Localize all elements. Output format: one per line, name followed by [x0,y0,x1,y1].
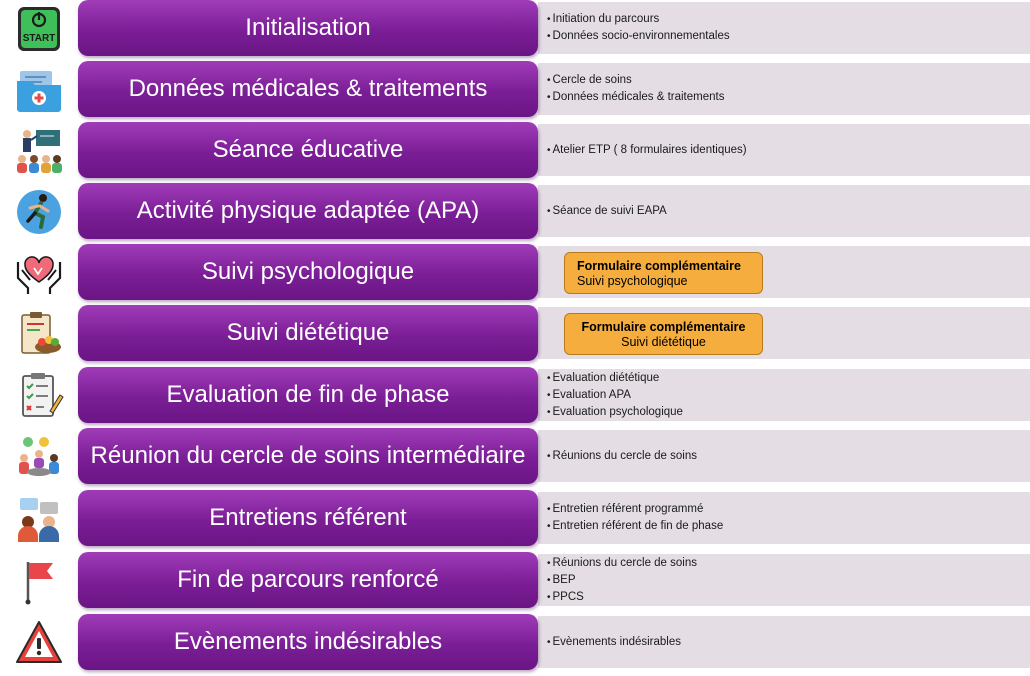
detail-item: Données socio-environnementales [547,28,1017,45]
conversation-people-icon [12,493,66,545]
row-fin-parcours: Fin de parcours renforcé Réunions du cer… [0,552,1030,610]
row-suivi-dietetique: Suivi diététique Formulaire complémentai… [0,305,1030,363]
stage-pill[interactable]: Séance éducative [78,122,538,178]
details-list: Initiation du parcours Données socio-env… [547,2,1017,54]
teacher-classroom-icon [12,125,66,177]
detail-item: Données médicales & traitements [547,89,1017,106]
stage-pill[interactable]: Suivi psychologique [78,244,538,300]
stage-pill[interactable]: Entretiens référent [78,490,538,546]
row-activite-physique: Activité physique adaptée (APA) Séance d… [0,183,1030,241]
detail-item: Entretien référent programmé [547,501,1017,518]
row-seance-educative: Séance éducative Atelier ETP ( 8 formula… [0,122,1030,180]
details-list: Réunions du cercle de soins BEP PPCS [547,554,1017,606]
warning-triangle-icon [12,617,66,669]
stage-pill[interactable]: Données médicales & traitements [78,61,538,117]
finish-flag-icon [12,555,66,607]
stage-pill[interactable]: Suivi diététique [78,305,538,361]
details-list: Atelier ETP ( 8 formulaires identiques) [547,124,1017,176]
detail-item: Evènements indésirables [547,634,1017,651]
detail-item: BEP [547,572,1017,589]
svg-text:START: START [23,33,56,44]
stage-pill[interactable]: Evènements indésirables [78,614,538,670]
detail-item: Réunions du cercle de soins [547,555,1017,572]
detail-item: Evaluation diététique [547,370,1017,387]
details-list: Evaluation diététique Evaluation APA Eva… [547,369,1017,421]
row-suivi-psychologique: Suivi psychologique Formulaire complémen… [0,244,1030,302]
callout-subtitle: Suivi diététique [621,334,706,349]
detail-item: Evaluation APA [547,387,1017,404]
stage-pill[interactable]: Evaluation de fin de phase [78,367,538,423]
detail-item: PPCS [547,589,1017,606]
details-list: Evènements indésirables [547,616,1017,668]
callout-title: Formulaire complémentaire [577,258,741,273]
callout-subtitle: Suivi psychologique [577,273,688,288]
stage-pill[interactable]: Réunion du cercle de soins intermédiaire [78,428,538,484]
detail-item: Séance de suivi EAPA [547,203,1017,220]
row-initialisation: START Initialisation Initiation du parco… [0,0,1030,58]
details-list: Séance de suivi EAPA [547,185,1017,237]
medical-folder-icon [12,64,66,116]
detail-item: Atelier ETP ( 8 formulaires identiques) [547,142,1017,159]
row-evenements-indesirables: Evènements indésirables Evènements indés… [0,614,1030,672]
clipboard-food-icon [12,308,66,360]
stage-pill[interactable]: Fin de parcours renforcé [78,552,538,608]
stage-pill[interactable]: Initialisation [78,0,538,56]
complementary-form-callout[interactable]: Formulaire complémentaire Suivi psycholo… [564,252,763,294]
detail-item: Evaluation psychologique [547,404,1017,421]
row-entretiens-referent: Entretiens référent Entretien référent p… [0,490,1030,548]
details-list: Réunions du cercle de soins [547,430,1017,482]
callout-title: Formulaire complémentaire [581,319,746,334]
details-list: Cercle de soins Données médicales & trai… [547,63,1017,115]
row-evaluation-fin-phase: Evaluation de fin de phase Evaluation di… [0,367,1030,425]
detail-item: Initiation du parcours [547,11,1017,28]
detail-item: Entretien référent de fin de phase [547,518,1017,535]
hands-heart-icon [12,247,66,299]
detail-item: Cercle de soins [547,72,1017,89]
meeting-table-icon [12,431,66,483]
row-reunion-cercle: Réunion du cercle de soins intermédiaire… [0,428,1030,486]
stage-pill[interactable]: Activité physique adaptée (APA) [78,183,538,239]
detail-item: Réunions du cercle de soins [547,448,1017,465]
details-list: Entretien référent programmé Entretien r… [547,492,1017,544]
complementary-form-callout[interactable]: Formulaire complémentaire Suivi diététiq… [564,313,763,355]
runner-icon [12,186,66,238]
start-power-icon: START [12,3,66,55]
row-donnees-medicales: Données médicales & traitements Cercle d… [0,61,1030,119]
checklist-icon [12,370,66,422]
